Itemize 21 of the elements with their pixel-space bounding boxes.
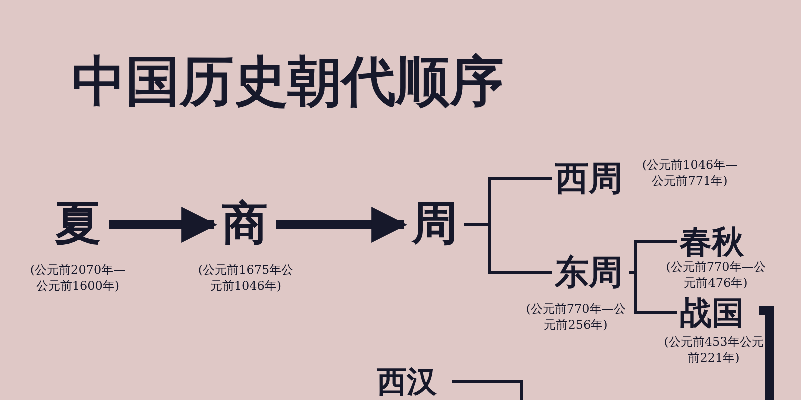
dynasty-name: 春秋 bbox=[680, 223, 744, 261]
bracket-line bbox=[629, 272, 677, 314]
date-range: (公元前1675年公元前1046年) bbox=[197, 262, 295, 294]
dynasty-name: 西汉 bbox=[377, 365, 437, 400]
bracket-line bbox=[464, 224, 552, 274]
dynasty-name: 西周 bbox=[555, 159, 623, 199]
dynasty-name: 商 bbox=[222, 196, 268, 250]
dynasty-name: 东周 bbox=[555, 253, 623, 293]
connector-line bbox=[452, 380, 524, 400]
date-range: (公元前2070年—公元前1600年) bbox=[29, 262, 127, 294]
dynasty-name: 周 bbox=[412, 196, 458, 250]
dynasty-name: 夏 bbox=[55, 196, 101, 250]
arrow bbox=[109, 207, 218, 243]
date-range: (公元前453年公元前221年) bbox=[664, 334, 764, 366]
date-range: (公元前770年—公元前476年) bbox=[666, 259, 766, 292]
title: 中国历史朝代顺序 bbox=[72, 52, 504, 112]
arrow bbox=[276, 207, 408, 243]
date-range: (公元前770年—公元前256年) bbox=[526, 301, 626, 334]
dynasty-name: 战国 bbox=[680, 294, 744, 332]
connector-line bbox=[759, 306, 774, 400]
date-range: (公元前1046年—公元前771年) bbox=[641, 157, 739, 190]
